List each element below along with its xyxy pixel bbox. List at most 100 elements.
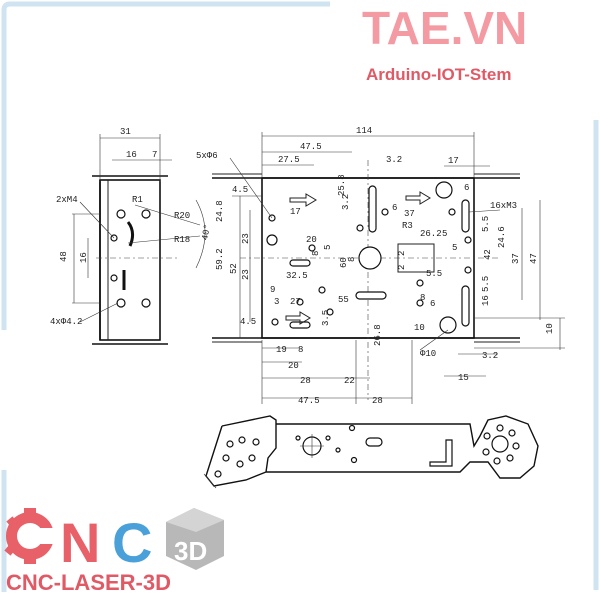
- arm-l-slot: [429, 439, 453, 467]
- side-callout-r18: R18: [174, 235, 190, 245]
- dim: 52: [229, 263, 239, 274]
- dim: 8: [420, 293, 425, 303]
- side-dim: 16: [126, 150, 137, 160]
- dim: 3.2: [386, 155, 402, 165]
- arm-part: [203, 415, 539, 489]
- dim: 4.5: [240, 317, 256, 327]
- dim: 42: [483, 249, 493, 260]
- dim: 47.5: [298, 396, 320, 406]
- arrow-mark: [405, 191, 431, 205]
- side-dim: 7: [152, 150, 157, 160]
- side-callout-holes: 4xΦ4.2: [50, 317, 82, 327]
- arrow-mark: [289, 193, 317, 207]
- dim: 20: [288, 361, 299, 371]
- logo-letter-c: C: [112, 511, 152, 574]
- logo-letter-n: N: [60, 511, 100, 574]
- corner-hole: [435, 181, 453, 199]
- dim: 3.2: [341, 194, 351, 210]
- corner-hole: [439, 316, 457, 334]
- dim: 47: [529, 253, 539, 264]
- slot: [368, 185, 377, 233]
- side-hole: [141, 209, 151, 219]
- dim: 8: [298, 345, 303, 355]
- cnc-logo: N C 3D: [4, 508, 224, 574]
- dim: 28: [300, 376, 311, 386]
- callout-r3: R3: [402, 221, 413, 231]
- dim: 32.5: [286, 271, 308, 281]
- dim: 6: [430, 299, 435, 309]
- footer-brand: CNC-LASER-3D: [6, 570, 171, 595]
- dim: 25.8: [337, 174, 347, 196]
- dim: 19: [276, 345, 287, 355]
- dim: 15: [458, 373, 469, 383]
- dim: 24.6: [497, 226, 507, 248]
- dim: 5: [323, 245, 333, 250]
- dim: 37: [404, 209, 415, 219]
- slot: [461, 199, 470, 233]
- dim: 24.8: [215, 200, 225, 222]
- side-dim-width: 31: [120, 127, 131, 137]
- dim: 2: [397, 251, 407, 256]
- dim: 2: [397, 265, 407, 270]
- arm-gear-hub: [491, 435, 509, 453]
- side-arc-slot: [126, 221, 135, 247]
- dim: 16: [481, 295, 491, 306]
- dim: 5.5: [481, 276, 491, 292]
- dim-overall-width: 114: [356, 126, 372, 136]
- side-hole: [141, 298, 151, 308]
- dim: 8: [347, 257, 357, 262]
- dim: 3: [274, 297, 279, 307]
- dim: 3.5: [321, 310, 331, 326]
- side-callout-r20: R20: [174, 211, 190, 221]
- side-hole: [116, 209, 126, 219]
- site-logo: TAE.VN: [362, 2, 527, 54]
- dim: 10: [414, 323, 425, 333]
- side-callout-r1: R1: [132, 195, 143, 205]
- cube-badge-text: 3D: [174, 536, 207, 566]
- dim: 60: [339, 257, 349, 268]
- arrow-mark: [285, 311, 311, 325]
- dim: 55: [338, 295, 349, 305]
- dim: 28: [372, 396, 383, 406]
- dim: 59.2: [215, 248, 225, 270]
- side-view: 31 16 7 2xM4 R1 R20 R18 40° 48 16 4xΦ4.2: [50, 127, 213, 345]
- dim: 27: [290, 297, 301, 307]
- dim: 23: [241, 269, 251, 280]
- side-callout-m4: 2xM4: [56, 195, 78, 205]
- side-plate-outline: [99, 179, 161, 341]
- dim: 5: [442, 229, 447, 239]
- callout-hole-10: Φ10: [420, 349, 436, 359]
- dim: 37: [511, 253, 521, 264]
- side-dim-height: 48: [59, 251, 69, 262]
- side-dim: 16: [79, 252, 89, 263]
- main-center-hole: [358, 246, 382, 270]
- callout-holes-6: 5xΦ6: [196, 151, 218, 161]
- dim: 22: [344, 376, 355, 386]
- dim: 9: [270, 285, 275, 295]
- dim: 4.5: [232, 185, 248, 195]
- side-hole: [116, 298, 126, 308]
- main-view: 114 47.5 27.5 3.2 17 4.5 24.8 25.8 59.2 …: [196, 126, 565, 406]
- dim: 26.2: [420, 229, 442, 239]
- dim: 5.5: [426, 269, 442, 279]
- dim: 20: [306, 235, 317, 245]
- main-hole: [266, 234, 278, 246]
- dim: 17: [448, 156, 459, 166]
- dim: 47.5: [300, 142, 322, 152]
- dim: 23: [241, 233, 251, 244]
- dim: 17: [290, 207, 301, 217]
- side-angle: 40°: [200, 223, 213, 241]
- site-tagline: Arduino-IOT-Stem: [366, 65, 511, 84]
- callout-threads-m3: 16xM3: [490, 201, 517, 211]
- dim: 6: [392, 203, 397, 213]
- side-hole-m4: [110, 274, 118, 282]
- site-logo-text: TAE.VN: [362, 2, 527, 54]
- slot: [355, 291, 387, 300]
- dim: 26.8: [373, 324, 383, 346]
- dim: 10: [545, 323, 555, 334]
- rect-cutout: [397, 243, 435, 273]
- dim: 5.5: [481, 216, 491, 232]
- frame-border-top-left: [1, 1, 330, 330]
